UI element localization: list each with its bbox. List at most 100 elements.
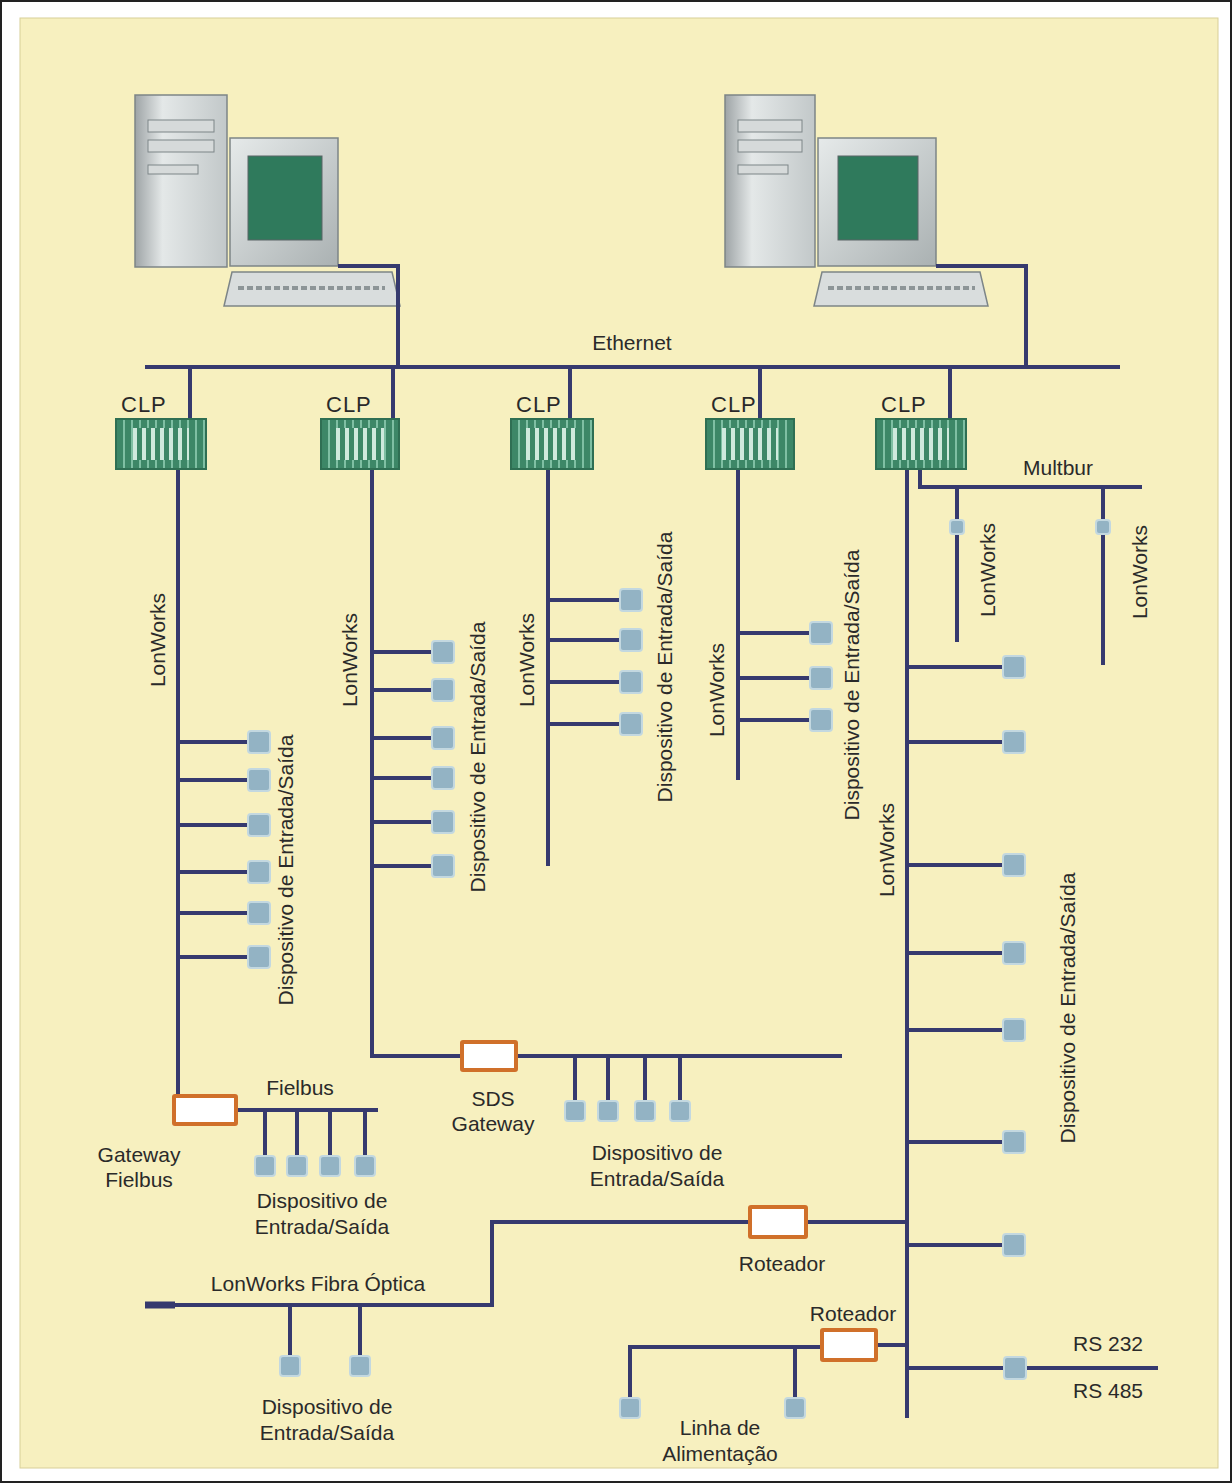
lonworks-connector bbox=[176, 470, 180, 1094]
io-device bbox=[248, 946, 270, 968]
ethernet-drop bbox=[936, 266, 1026, 367]
io-device bbox=[248, 902, 270, 924]
fiber-bus bbox=[145, 1222, 748, 1305]
io-device bbox=[1003, 731, 1025, 753]
branch-line bbox=[372, 776, 432, 780]
ethernet-drop bbox=[948, 367, 952, 420]
branch-line bbox=[178, 823, 248, 827]
node-label: CLP bbox=[121, 392, 167, 418]
lonworks-bus bbox=[955, 487, 959, 642]
fieldbus-bus bbox=[238, 1108, 378, 1112]
io-device bbox=[248, 731, 270, 753]
network-label: Dispositivo de Entrada/Saída bbox=[222, 1188, 422, 1241]
computer-monitor bbox=[230, 138, 338, 266]
io-device bbox=[1096, 520, 1110, 534]
keyboard-keys bbox=[238, 286, 385, 290]
io-device bbox=[810, 622, 832, 644]
ethernet-drop bbox=[758, 367, 762, 420]
branch-line bbox=[907, 863, 1003, 867]
fiber-end bbox=[145, 1302, 175, 1309]
keyboard-keys bbox=[828, 286, 975, 290]
network-label: Linha de Alimentação bbox=[645, 1415, 795, 1468]
drive-bay bbox=[148, 120, 214, 132]
node-label: SDS Gateway bbox=[434, 1086, 552, 1136]
network-label: Dispositivo de Entrada/Saída bbox=[557, 1140, 757, 1193]
ethernet-drop bbox=[188, 367, 192, 420]
io-device bbox=[248, 861, 270, 883]
drive-bay bbox=[148, 140, 214, 152]
plc-box: CLP bbox=[115, 418, 207, 470]
node-label: CLP bbox=[881, 392, 927, 418]
io-device bbox=[320, 1156, 340, 1176]
io-device bbox=[432, 767, 454, 789]
io-device bbox=[620, 629, 642, 651]
network-label: LonWorks bbox=[1127, 525, 1153, 619]
io-device bbox=[432, 811, 454, 833]
branch-line bbox=[178, 911, 248, 915]
io-device bbox=[432, 727, 454, 749]
lonworks-connector bbox=[372, 470, 460, 1056]
plc-module bbox=[133, 428, 189, 460]
io-device bbox=[635, 1101, 655, 1121]
branch-line bbox=[372, 864, 432, 868]
network-label: LonWorks bbox=[514, 613, 540, 707]
network-label: RS 485 bbox=[1073, 1378, 1143, 1404]
connector-label: LonWorks bbox=[337, 613, 363, 707]
drive-bay bbox=[148, 165, 198, 174]
computer-monitor bbox=[818, 138, 936, 266]
branch-line bbox=[907, 665, 1003, 669]
io-device bbox=[785, 1398, 805, 1418]
node-label: Roteador bbox=[722, 1251, 842, 1276]
lonworks-bus bbox=[736, 468, 740, 780]
drop-line bbox=[328, 1110, 332, 1156]
branch-line bbox=[178, 955, 248, 959]
io-device bbox=[1003, 942, 1025, 964]
drop-line bbox=[678, 1056, 682, 1101]
network-label: Dispositivo de Entrada/Saída bbox=[227, 1394, 427, 1447]
branch-line bbox=[548, 638, 620, 642]
io-device bbox=[350, 1356, 370, 1376]
monitor-screen bbox=[838, 156, 918, 240]
io-device bbox=[355, 1156, 375, 1176]
io-device bbox=[598, 1101, 618, 1121]
branch-line bbox=[178, 740, 248, 744]
io-device bbox=[1003, 656, 1025, 678]
ethernet-drop bbox=[568, 367, 572, 420]
plc-module bbox=[722, 428, 777, 460]
lonworks-bus bbox=[905, 1345, 909, 1418]
network-label: LonWorks Fibra Óptica bbox=[211, 1271, 425, 1297]
computer-tower bbox=[725, 95, 815, 267]
router-box: Roteador bbox=[748, 1205, 808, 1239]
network-label: Dispositivo de Entrada/Saída bbox=[1055, 873, 1081, 1144]
io-device bbox=[565, 1101, 585, 1121]
lonworks-bus bbox=[546, 468, 550, 866]
io-device bbox=[248, 814, 270, 836]
ethernet-drop bbox=[391, 367, 395, 420]
drop-line bbox=[358, 1305, 362, 1356]
network-label: Dispositivo de Entrada/Saída bbox=[652, 532, 678, 803]
drop-line bbox=[363, 1110, 367, 1156]
io-device bbox=[1003, 1019, 1025, 1041]
lonworks-bus bbox=[1101, 487, 1105, 665]
drop-line bbox=[295, 1110, 299, 1156]
network-label: Fielbus bbox=[266, 1075, 334, 1101]
io-device bbox=[280, 1356, 300, 1376]
power-line-drop bbox=[793, 1347, 797, 1400]
branch-line bbox=[372, 650, 432, 654]
plc-box: CLP bbox=[875, 418, 967, 470]
ethernet-drop bbox=[338, 266, 398, 367]
power-line-bus bbox=[630, 1347, 820, 1400]
branch-line bbox=[178, 870, 248, 874]
branch-line bbox=[907, 1140, 1003, 1144]
network-label: LonWorks bbox=[975, 523, 1001, 617]
keyboard bbox=[224, 272, 400, 306]
branch-line bbox=[907, 1243, 1003, 1247]
computer-tower bbox=[135, 95, 227, 267]
network-label: Dispositivo de Entrada/Saída bbox=[273, 735, 299, 1006]
io-device bbox=[810, 709, 832, 731]
io-device bbox=[432, 855, 454, 877]
